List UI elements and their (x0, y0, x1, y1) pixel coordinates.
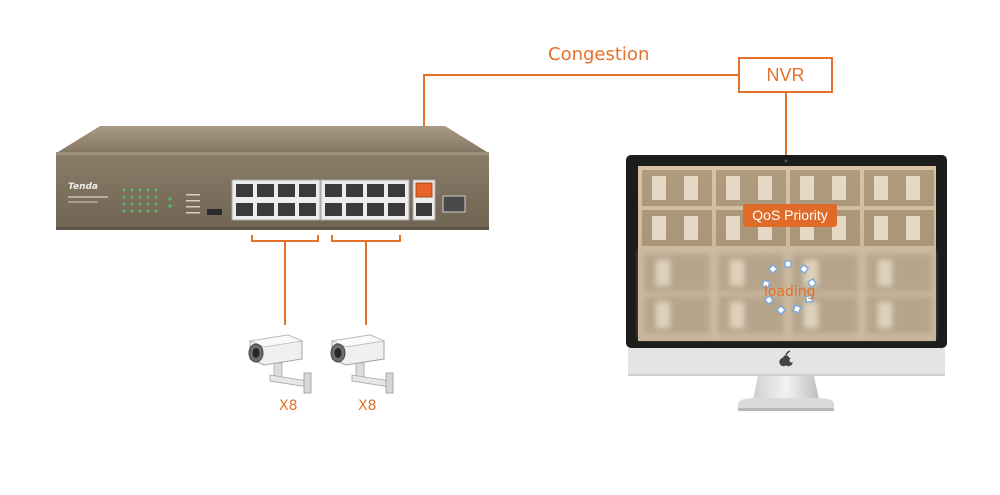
nvr-label: NVR (738, 57, 833, 93)
loading-spinner-icon (761, 259, 818, 316)
camera-count-label: X8 (279, 398, 298, 414)
switch-led-panel (122, 188, 172, 213)
port-bracket-right (331, 235, 401, 242)
apple-logo-icon (779, 350, 794, 367)
camera-count-label: X8 (358, 398, 377, 414)
loading-label: loading (764, 284, 816, 300)
network-switch: Tenda (56, 126, 489, 230)
nvr-monitor (626, 155, 947, 411)
camera-feed-grid (638, 166, 936, 341)
uplink-port-congested (415, 182, 433, 198)
qos-priority-badge: QoS Priority (743, 204, 837, 227)
switch-brand-logo: Tenda (68, 182, 98, 192)
blurred-feeds (640, 250, 934, 338)
congestion-label: Congestion (548, 44, 650, 65)
cctv-camera-icon (248, 334, 312, 394)
port-bracket-left (251, 235, 319, 242)
ethernet-ports (231, 179, 466, 221)
cctv-camera-icon (330, 334, 394, 394)
